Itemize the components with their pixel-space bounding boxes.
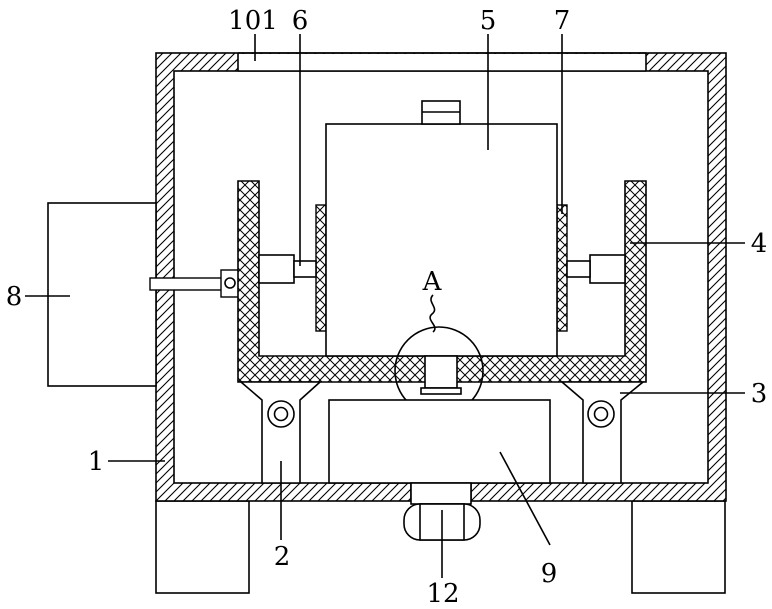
center-connector (421, 356, 461, 394)
label-5: 5 (480, 6, 497, 36)
clamp-pad-6 (316, 205, 326, 331)
label-3: 3 (751, 379, 768, 409)
label-4: 4 (751, 229, 768, 259)
label-7: 7 (554, 6, 571, 36)
label-2: 2 (274, 542, 291, 572)
label-8: 8 (6, 282, 23, 312)
container-5 (326, 124, 557, 356)
label-a: A (422, 267, 443, 297)
label-12: 12 (426, 579, 459, 609)
label-1: 1 (88, 447, 105, 477)
label-6: 6 (292, 6, 309, 36)
side-box-8 (48, 203, 156, 386)
left-leg (156, 501, 249, 593)
label-9: 9 (541, 559, 558, 589)
right-leg (632, 501, 725, 593)
label-101: 101 (228, 6, 278, 36)
base-block-9 (329, 400, 550, 483)
clamp-pad-7 (557, 205, 567, 331)
